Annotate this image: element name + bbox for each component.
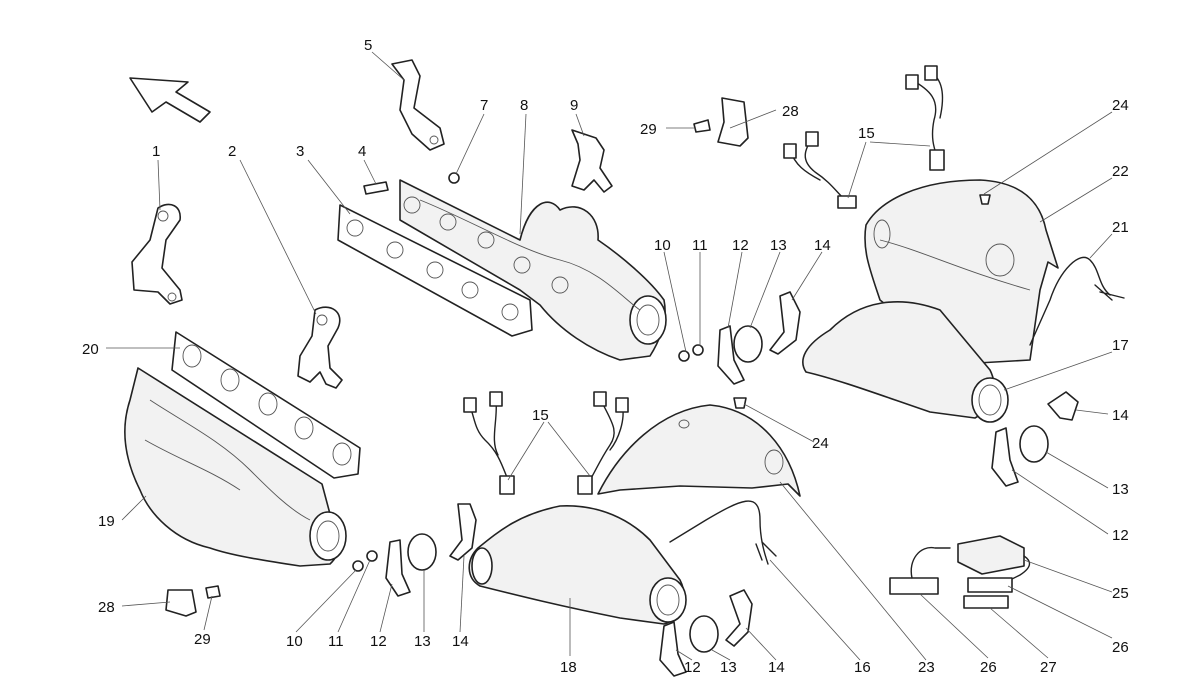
callout-12-lower: 12: [370, 633, 387, 650]
part-19-exhaust-manifold: [124, 367, 347, 567]
part-9-bracket: [571, 129, 613, 193]
part-8-exhaust-manifold: [399, 179, 667, 361]
part-20-gasket: [171, 331, 361, 479]
part-12-clamp-half-right: [991, 427, 1019, 487]
callout-14-lower: 14: [452, 633, 469, 650]
part-14-clamp-half-right: [1047, 391, 1079, 421]
part-12-clamp-half-upper: [717, 325, 745, 385]
callout-28-lower: 28: [98, 599, 115, 616]
callout-24-middle: 24: [812, 435, 829, 452]
part-29-bolt-lower: [205, 585, 221, 599]
direction-arrow-icon: [129, 77, 211, 123]
callout-12-bottom: 12: [684, 659, 701, 676]
part-14-clamp-half-lower-left: [449, 503, 477, 561]
callout-4: 4: [358, 143, 366, 160]
callout-15-lower: 15: [532, 407, 549, 424]
callout-14-bottom: 14: [768, 659, 785, 676]
callout-17: 17: [1112, 337, 1129, 354]
callout-16: 16: [854, 659, 871, 676]
part-5-bracket: [391, 59, 445, 151]
callout-1: 1: [152, 143, 160, 160]
part-27-bracket: [963, 595, 1009, 609]
callout-8: 8: [520, 97, 528, 114]
part-18-catalytic-converter-left: [468, 505, 687, 625]
callout-15-top: 15: [858, 125, 875, 142]
leader-lines: [106, 51, 1113, 661]
callout-25: 25: [1112, 585, 1129, 602]
part-12-clamp-half-lower-mid: [659, 621, 687, 677]
callout-3: 3: [296, 143, 304, 160]
callout-23: 23: [918, 659, 935, 676]
part-12-clamp-half-lower-left: [385, 539, 411, 597]
part-3-gasket: [337, 204, 533, 337]
part-10-nut-upper: [678, 350, 690, 362]
part-13-seal-ring-upper: [733, 325, 763, 363]
callout-19: 19: [98, 513, 115, 530]
callout-13-bottom: 13: [720, 659, 737, 676]
part-25-control-unit: [957, 535, 1031, 586]
callout-29-lower: 29: [194, 631, 211, 648]
part-26-connector-left: [889, 546, 951, 595]
callout-10-lower: 10: [286, 633, 303, 650]
callout-29-top: 29: [640, 121, 657, 138]
callout-13-upper: 13: [770, 237, 787, 254]
part-15-oxygen-sensor-lower: [463, 391, 629, 495]
part-2-bracket: [297, 306, 343, 389]
callout-20: 20: [82, 341, 99, 358]
part-17-catalytic-converter-right: [802, 301, 1009, 423]
part-21-temperature-sensor: [1029, 256, 1125, 346]
part-7-nut: [448, 172, 460, 184]
callout-18: 18: [560, 659, 577, 676]
part-4-stud: [363, 181, 389, 195]
callout-5: 5: [364, 37, 372, 54]
callout-21: 21: [1112, 219, 1129, 236]
callout-12-right: 12: [1112, 527, 1129, 544]
callout-14-right: 14: [1112, 407, 1129, 424]
part-11-washer-upper: [692, 344, 704, 356]
callout-26-bottom: 26: [980, 659, 997, 676]
part-28-bracket-top: [717, 97, 749, 147]
callout-28-top: 28: [782, 103, 799, 120]
callout-27: 27: [1040, 659, 1057, 676]
callout-11-upper: 11: [692, 237, 708, 254]
callout-9: 9: [570, 97, 578, 114]
part-29-bolt-top: [693, 119, 711, 133]
callout-24-top: 24: [1112, 97, 1129, 114]
callout-26-right: 26: [1112, 639, 1129, 656]
callout-11-lower: 11: [328, 633, 344, 650]
callout-22: 22: [1112, 163, 1129, 180]
callout-10-upper: 10: [654, 237, 671, 254]
part-13-seal-ring-lower-mid: [689, 615, 719, 653]
part-16-temperature-sensor: [669, 500, 777, 565]
part-13-seal-ring-right: [1019, 425, 1049, 463]
callout-14-upper: 14: [814, 237, 831, 254]
part-24-screw-top: [979, 194, 991, 205]
part-14-clamp-half-lower-mid: [725, 589, 753, 647]
part-23-heat-shield-left: [597, 404, 801, 497]
part-14-clamp-half-upper: [769, 291, 801, 355]
part-10-nut-lower: [352, 560, 364, 572]
callout-13-right: 13: [1112, 481, 1129, 498]
part-11-washer-lower: [366, 550, 378, 562]
callout-12-upper: 12: [732, 237, 749, 254]
callout-2: 2: [228, 143, 236, 160]
part-1-bracket: [131, 203, 183, 305]
part-15-oxygen-sensor-upper: [783, 65, 945, 209]
part-28-bracket-lower: [165, 589, 197, 617]
callout-13-lower: 13: [414, 633, 431, 650]
part-24-screw-middle: [733, 397, 747, 409]
callout-7: 7: [480, 97, 488, 114]
part-26-connector-right: [967, 577, 1013, 593]
part-13-seal-ring-lower-left: [407, 533, 437, 571]
